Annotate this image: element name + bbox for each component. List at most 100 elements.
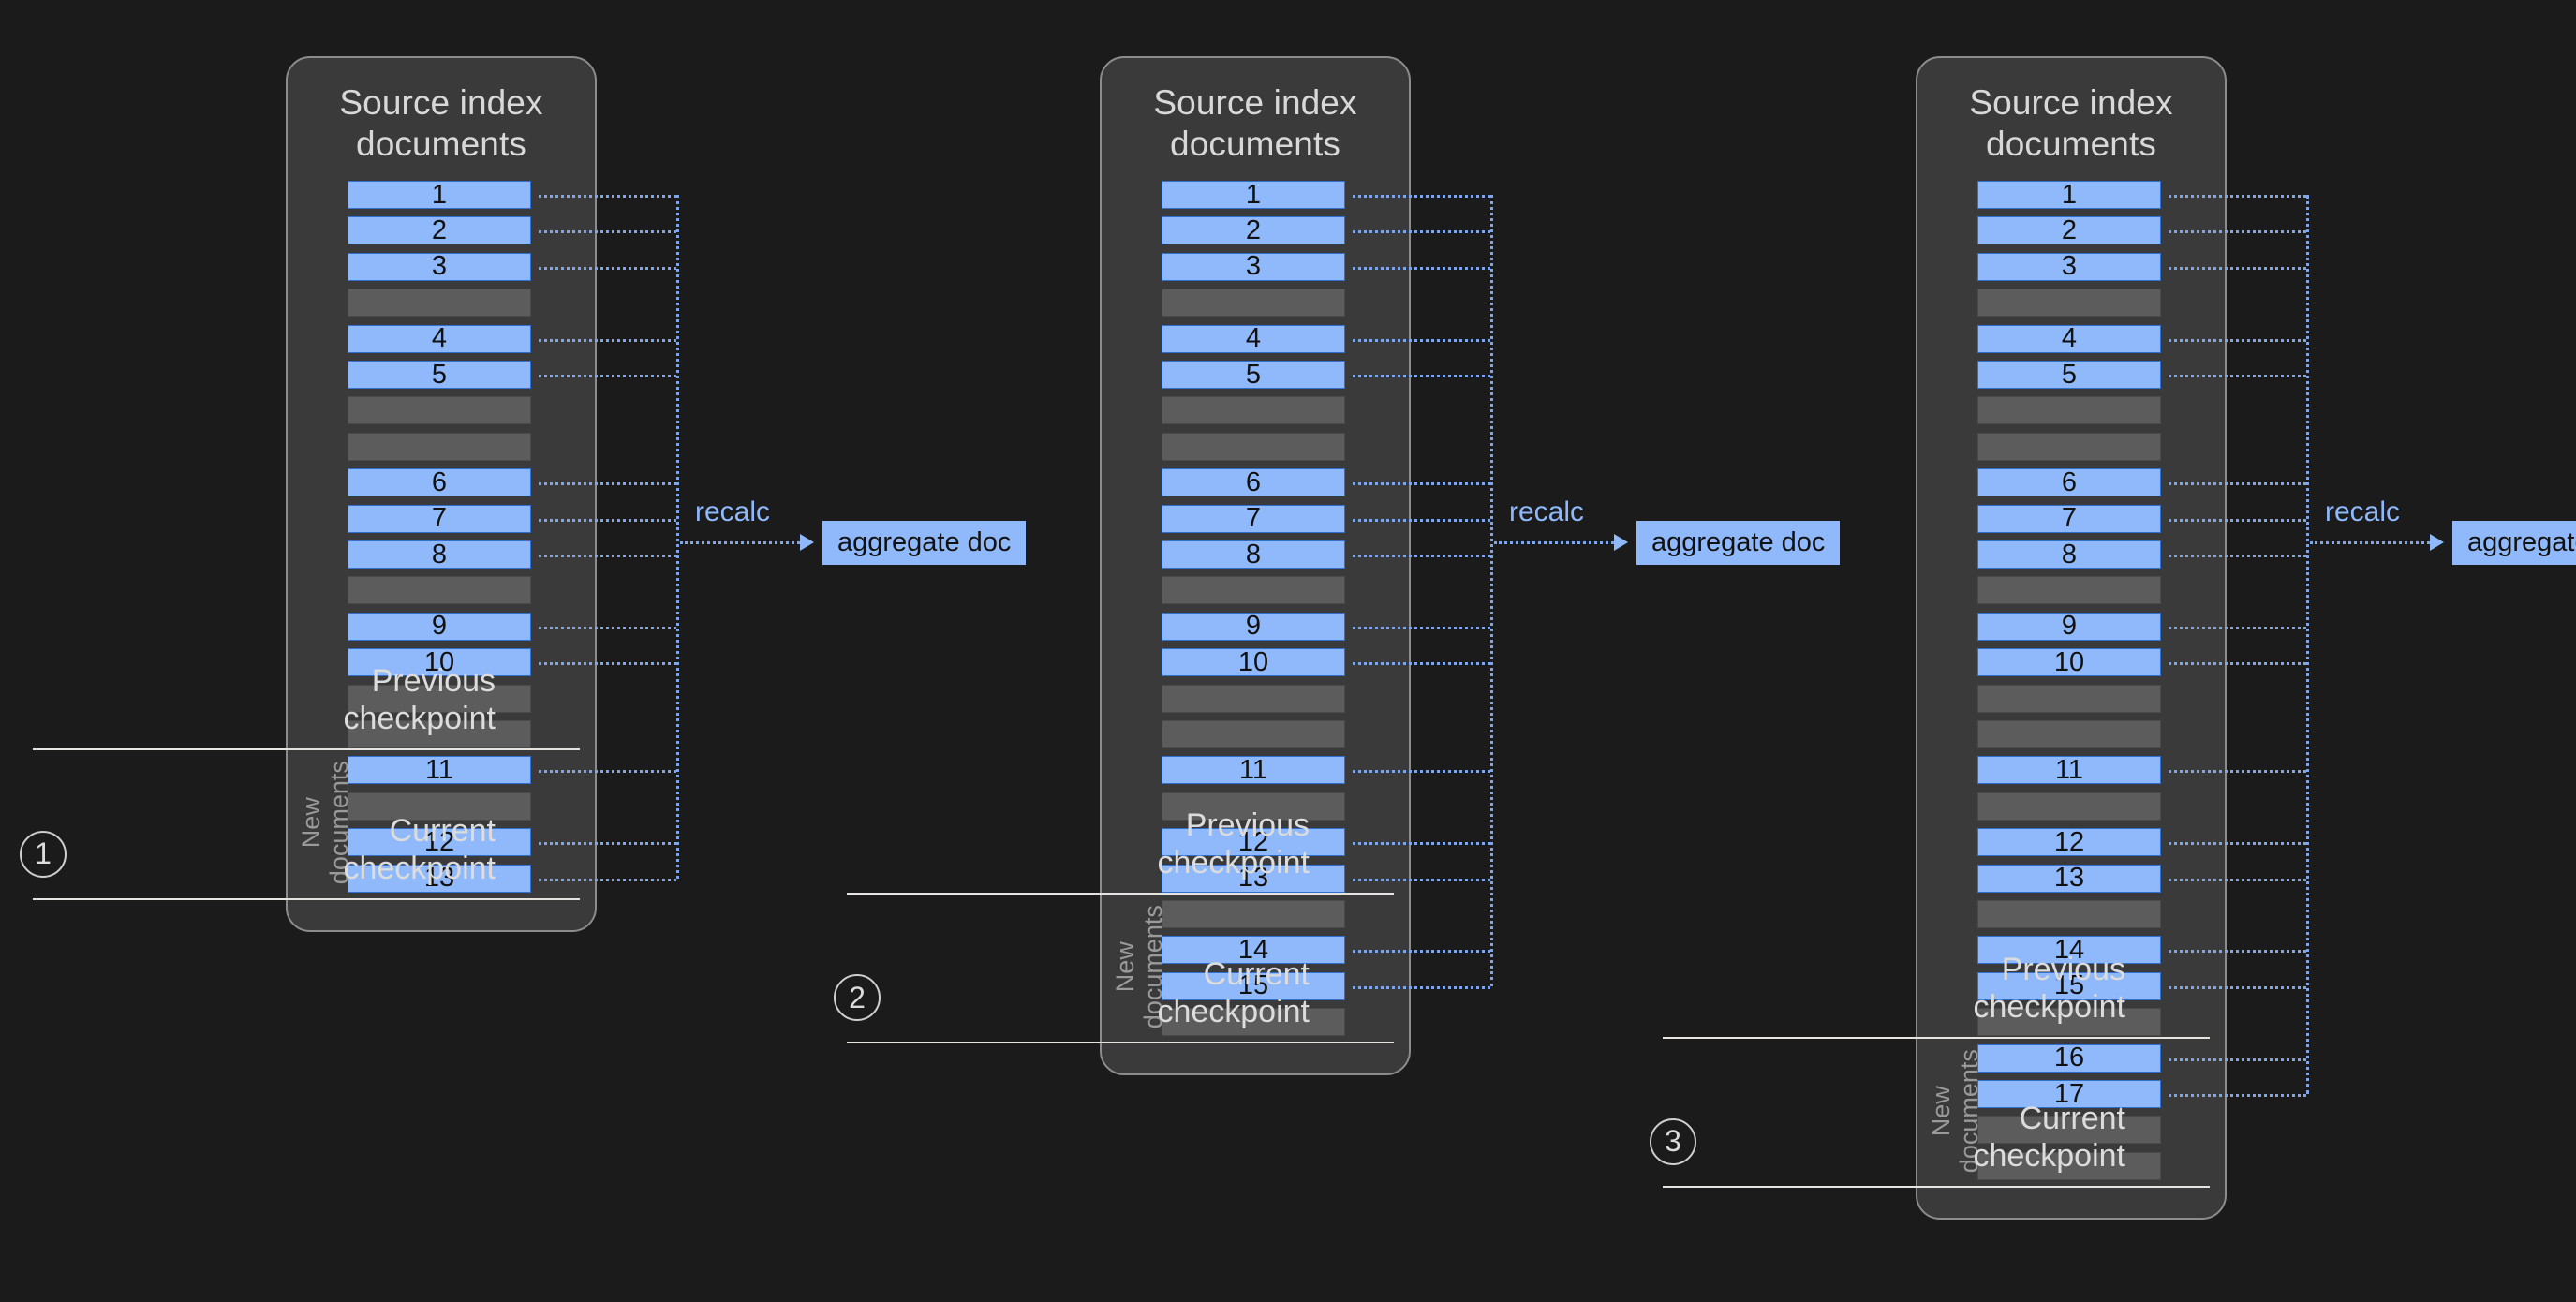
document-row: 15 [1162,970,1345,1000]
document-row: 7 [1162,503,1345,533]
document-row: 2 [1162,215,1345,245]
document-row: 10 [1977,647,2161,677]
empty-row [348,396,531,425]
document-row: 11 [1977,755,2161,785]
connector-line [2169,266,2306,270]
document-row: 3 [348,251,531,281]
empty-row [1977,576,2161,605]
connector-line [2169,770,2306,774]
connector-line [1353,985,1490,989]
panel-title: Source index documents [1969,83,2173,163]
document-row: 16 [1977,1043,2161,1073]
previous-checkpoint-rule [33,748,580,751]
document-row: 14 [1162,935,1345,965]
document-row: 5 [348,360,531,390]
empty-row [1977,684,2161,713]
connector-line [1353,375,1490,377]
panel-title: Source index documents [1153,83,1357,163]
empty-row [1162,720,1345,748]
recalc-arrow-line [680,541,800,544]
document-row: 1 [1162,180,1345,210]
previous-checkpoint-rule [1663,1036,2210,1039]
aggregate-doc-box: aggregate doc [2452,521,2576,565]
connector-line [1353,770,1490,774]
connector-line [2169,555,2306,557]
document-row: 5 [1977,360,2161,390]
stage-badge-2: 2 [834,974,881,1022]
document-row: 10 [1162,647,1345,677]
empty-row [1977,1116,2161,1145]
empty-row [1977,1151,2161,1180]
connector-line [1353,338,1490,342]
stage-badge-1: 1 [20,830,67,878]
document-row: 4 [1977,323,2161,353]
connector-line [1353,266,1490,270]
document-row: 1 [1977,180,2161,210]
empty-row [1977,432,2161,461]
empty-row [1162,289,1345,318]
document-row: 10 [348,647,531,677]
empty-row [348,720,531,748]
stage-badge-3: 3 [1650,1117,1696,1165]
connector-line [539,878,676,881]
recalc-arrow-line [2310,541,2430,544]
current-checkpoint-label: Current checkpoint [1973,1100,2125,1174]
connector-line [539,482,676,486]
document-row: 17 [1977,1079,2161,1109]
connector-line [2169,662,2306,666]
connector-line [539,662,676,666]
connector-line [1353,555,1490,557]
connector-line [2169,1094,2306,1097]
connector-line [2169,518,2306,522]
connector-line [2169,195,2306,198]
empty-row [1162,1008,1345,1037]
empty-row [1162,396,1345,425]
connector-line [2169,375,2306,377]
empty-row [1162,576,1345,605]
connector-bus [676,195,679,879]
empty-row [1977,900,2161,928]
document-row: 4 [348,323,531,353]
document-row: 12 [348,827,531,857]
connector-line [1353,662,1490,666]
current-checkpoint-label: Current checkpoint [1157,956,1310,1030]
connector-line [1353,230,1490,234]
connector-line [2169,626,2306,629]
empty-row [1162,792,1345,821]
document-row: 11 [1162,755,1345,785]
connector-line [2169,230,2306,234]
connector-line [2169,482,2306,486]
document-row: 13 [348,863,531,893]
empty-row [348,576,531,605]
current-checkpoint-rule [33,897,580,900]
document-row: 13 [1977,863,2161,893]
recalc-label: recalc [1509,496,1585,527]
connector-line [2169,338,2306,342]
document-row: 15 [1977,970,2161,1000]
empty-row [348,432,531,461]
connector-line [2169,1058,2306,1061]
document-row: 11 [348,755,531,785]
connector-line [2169,950,2306,954]
document-row: 8 [348,540,531,570]
empty-row [1977,289,2161,318]
document-row: 12 [1162,827,1345,857]
connector-line [539,555,676,557]
recalc-label: recalc [2325,496,2401,527]
document-row: 2 [348,215,531,245]
document-row: 7 [348,503,531,533]
connector-line [1353,518,1490,522]
empty-row [348,684,531,713]
recalc-arrow-line [1494,541,1614,544]
document-row: 3 [1162,251,1345,281]
document-row: 7 [1977,503,2161,533]
empty-row [1162,900,1345,928]
connector-line [2169,878,2306,881]
connector-line [1353,482,1490,486]
empty-row [348,792,531,821]
previous-checkpoint-label: Previous checkpoint [1973,951,2125,1025]
document-row: 8 [1162,540,1345,570]
document-row: 12 [1977,827,2161,857]
empty-row [1977,396,2161,425]
